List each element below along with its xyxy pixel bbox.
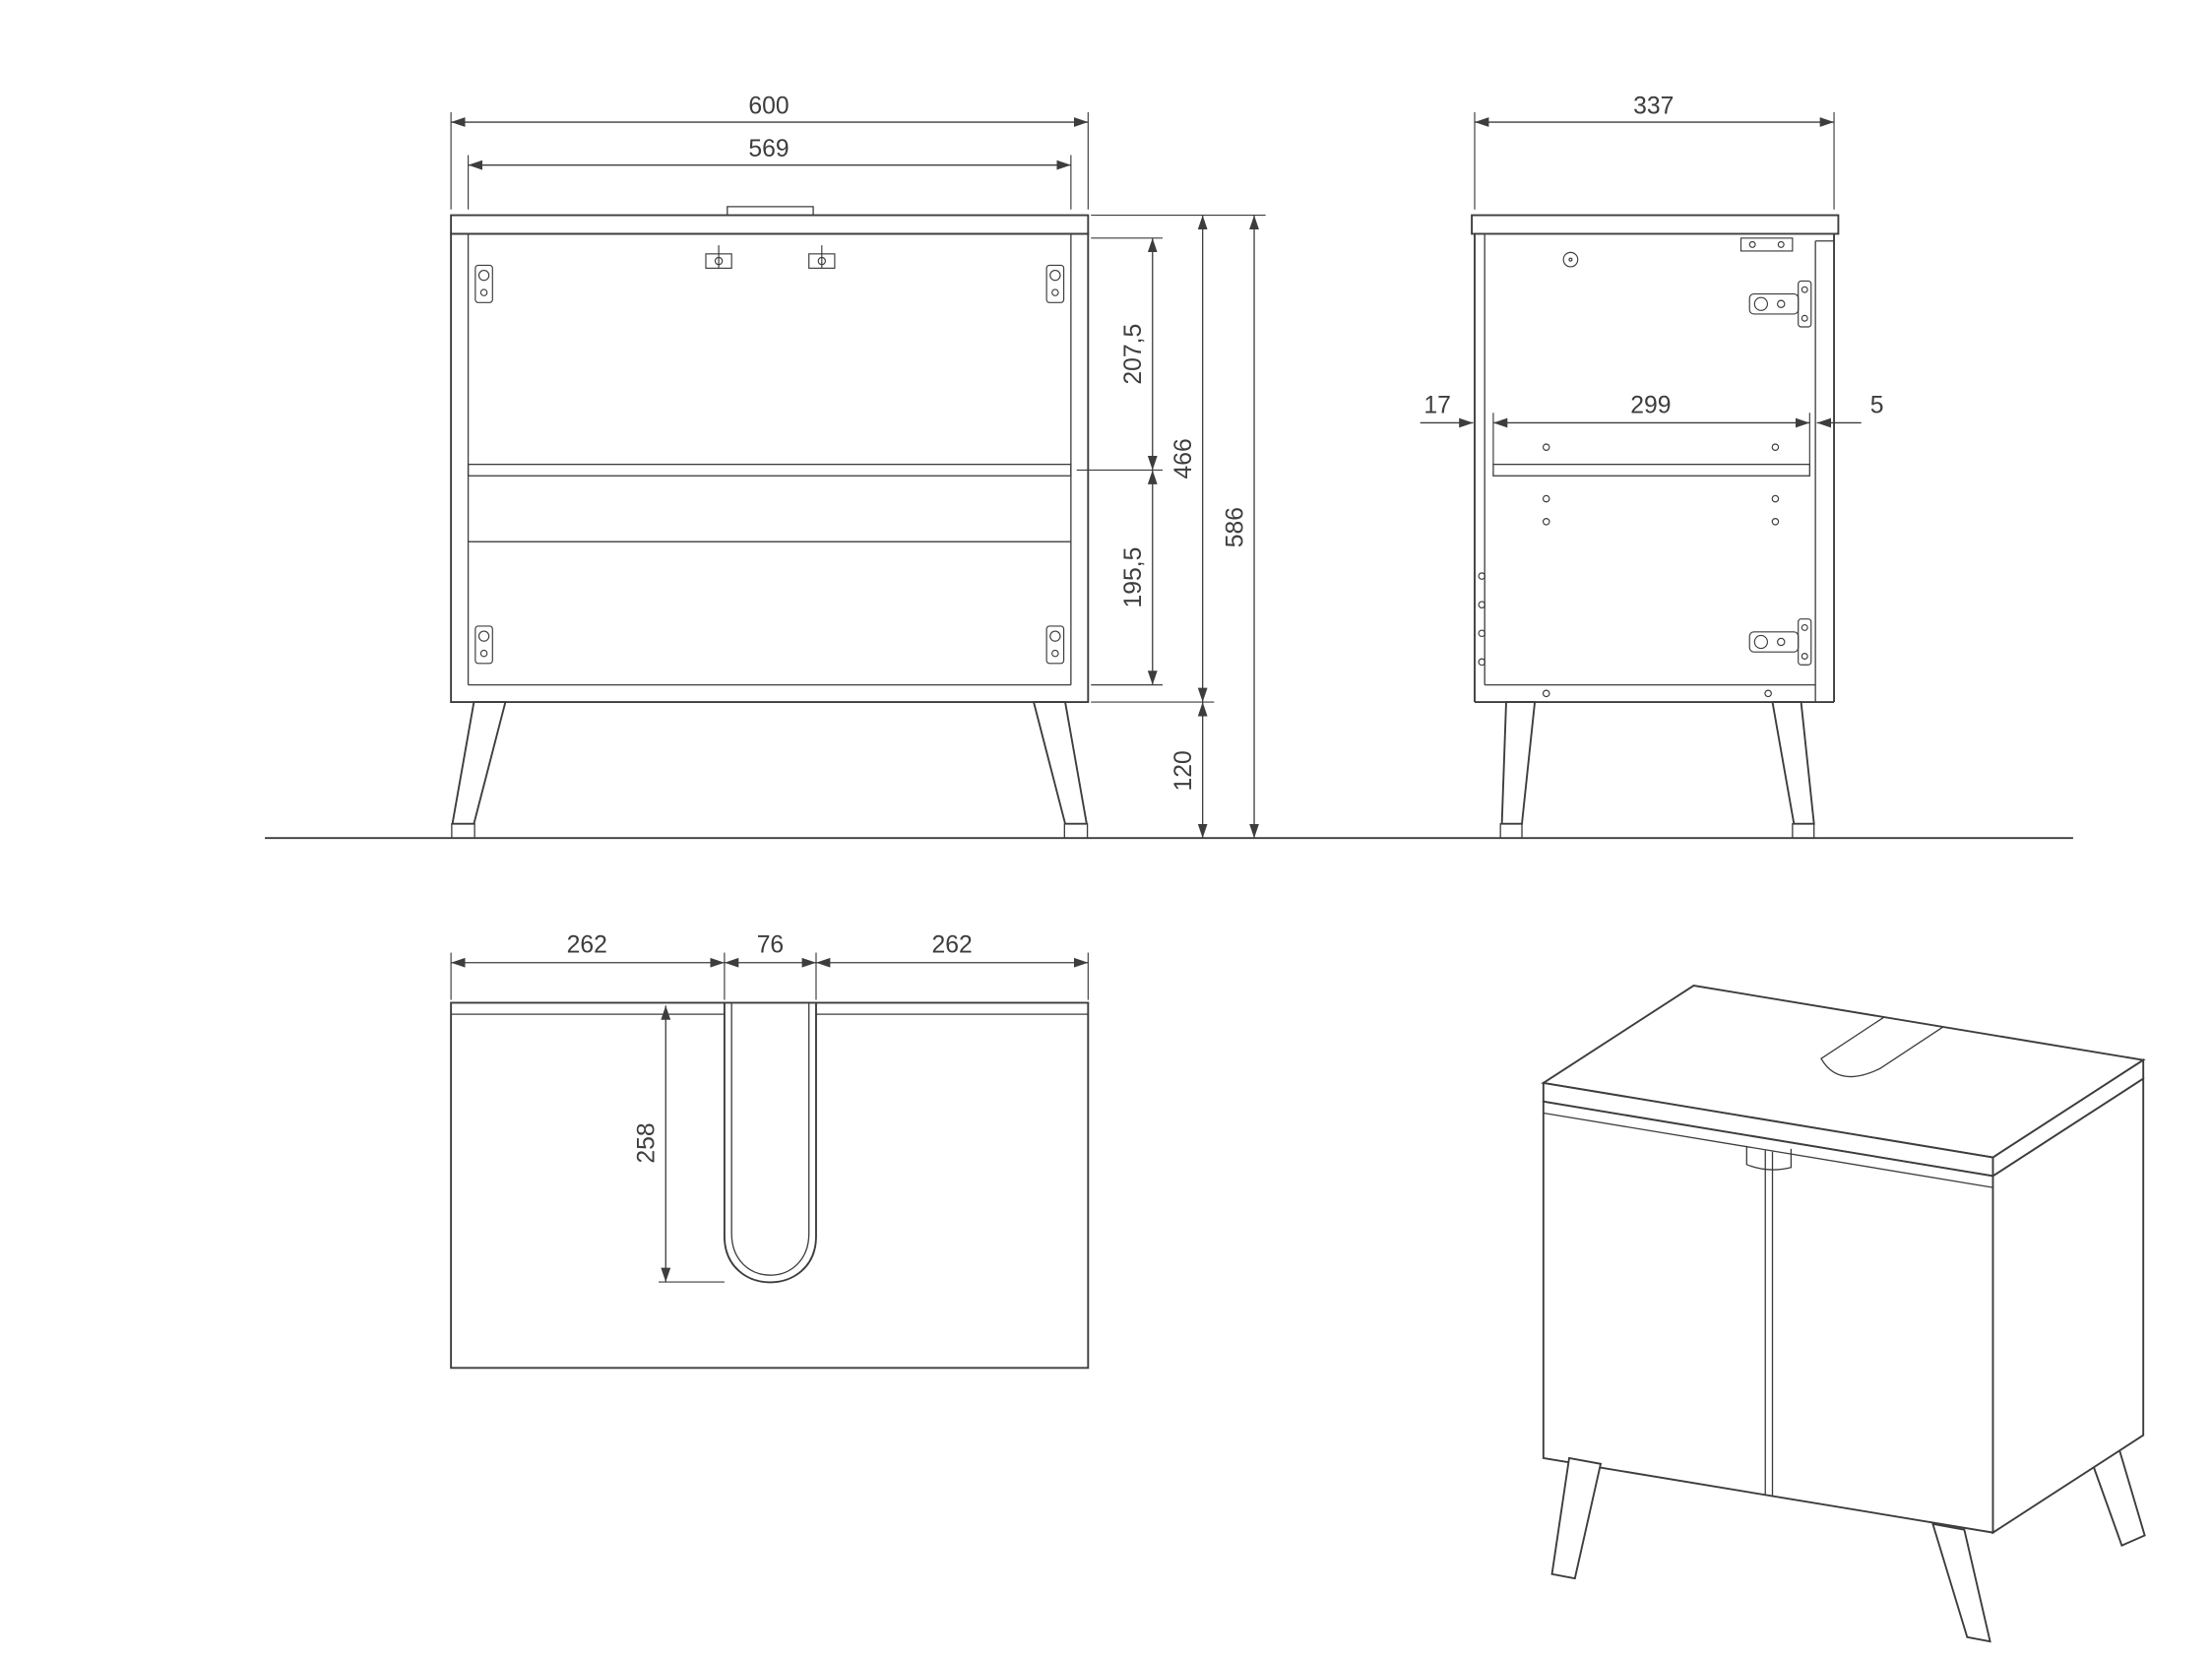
sink-cutout-inner <box>730 1002 810 1276</box>
side-fittings <box>1478 237 1812 698</box>
cam-lock <box>1562 251 1579 268</box>
leg-foot <box>1792 823 1815 839</box>
top-panel <box>450 214 1090 235</box>
side-view: 337 17 299 5 <box>1420 93 1884 839</box>
sink-cutout-front-edge <box>727 206 814 216</box>
dim-shelf-depth: 299 <box>1630 392 1671 418</box>
top-bracket <box>1739 237 1794 252</box>
dim-leg-height: 120 <box>1170 750 1197 791</box>
leg-foot <box>1499 823 1523 839</box>
dim-front-gap: 5 <box>1870 392 1884 418</box>
legs-front <box>451 701 1089 839</box>
top-view: 262 76 262 258 <box>450 932 1090 1370</box>
cabinet-body <box>450 232 1090 704</box>
top-panel <box>1471 214 1840 235</box>
dim-cutout-width: 76 <box>757 932 785 959</box>
dim-upper-section-height: 207,5 <box>1120 324 1147 385</box>
leg <box>451 701 507 825</box>
hinge-bottom <box>1748 617 1812 666</box>
dim-lower-section-height: 195,5 <box>1120 547 1147 608</box>
side-view-dimensions: 337 17 299 5 <box>1420 93 1884 465</box>
dim-overall-depth: 337 <box>1633 93 1674 119</box>
leg <box>1931 1522 1991 1643</box>
dim-overall-width: 600 <box>748 93 789 119</box>
finger-pull-notch <box>1745 1145 1793 1171</box>
leg <box>1550 1456 1603 1580</box>
dim-inner-width: 569 <box>748 136 789 162</box>
sink-cutout-outer <box>723 1002 817 1284</box>
shelf <box>1492 463 1810 477</box>
leg <box>1771 701 1815 825</box>
leg <box>1032 701 1088 825</box>
dim-cutout-depth: 258 <box>634 1122 661 1163</box>
legs-side <box>1499 701 1815 839</box>
doors-front-face <box>1542 1100 1994 1534</box>
dim-carcass-height: 466 <box>1170 438 1197 479</box>
perspective-view <box>1541 985 2146 1643</box>
door-top-gap <box>1543 1112 1993 1188</box>
cam-lock-center <box>1568 257 1573 262</box>
dim-right-section: 262 <box>932 932 973 959</box>
leg-foot <box>451 823 475 839</box>
top-panel-plan <box>450 1001 1090 1370</box>
dim-left-section: 262 <box>567 932 607 959</box>
cabinet-side-face <box>1991 1076 2145 1535</box>
hinge-mounts <box>474 244 1065 665</box>
hinge-top <box>1748 280 1812 328</box>
top-view-dimensions: 262 76 262 258 <box>450 932 1089 1283</box>
leg-foot <box>1063 823 1089 839</box>
leg <box>1500 701 1537 825</box>
dim-overall-height: 586 <box>1222 507 1248 547</box>
sink-cutout-3d <box>1820 1016 1943 1078</box>
shelf <box>467 463 1072 477</box>
front-view-dimensions: 600 569 207,5 195,5 466 120 586 <box>450 93 1266 839</box>
front-view: 600 569 207,5 195,5 466 120 586 <box>450 93 1266 839</box>
dim-back-offset: 17 <box>1423 392 1451 418</box>
